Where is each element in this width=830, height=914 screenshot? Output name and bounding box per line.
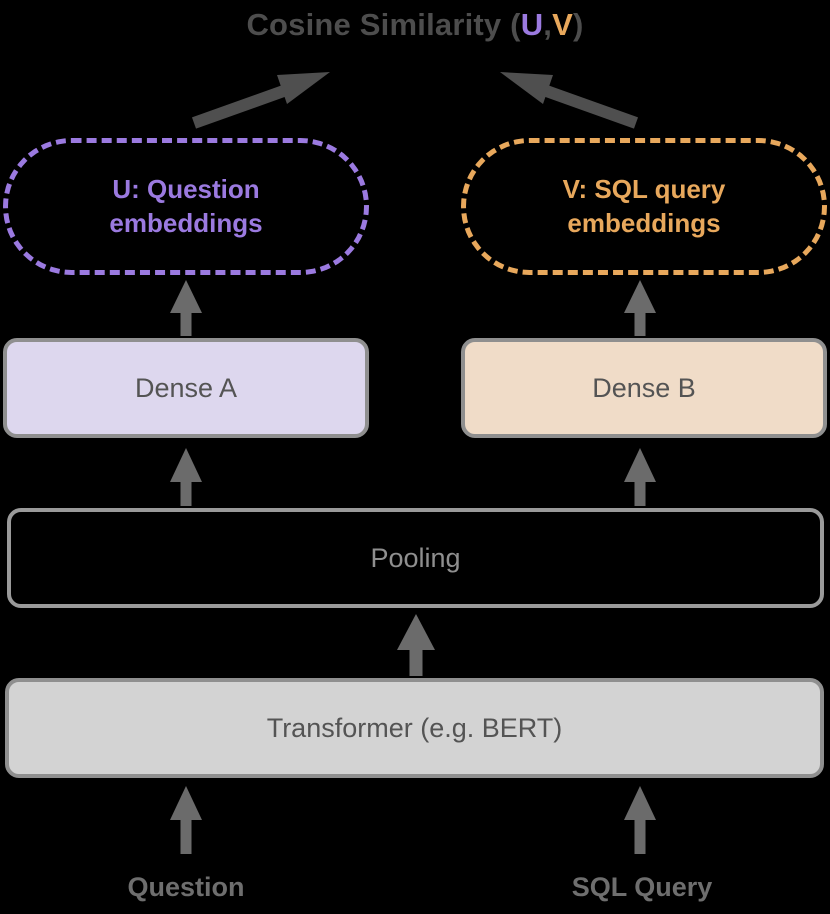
arrow-embeddings-u-to-cosine <box>191 72 330 129</box>
node-dense-b-label: Dense B <box>592 372 696 403</box>
node-dense-b: Dense B <box>461 338 827 438</box>
input-label-sql-query-text: SQL Query <box>571 871 713 902</box>
node-embeddings-v-label: V: SQL query embeddings <box>562 174 726 238</box>
node-dense-a-label: Dense A <box>134 372 238 403</box>
arrow-embeddings-v-to-cosine <box>500 72 639 129</box>
node-embeddings-u-label: U: Question embeddings <box>109 174 263 238</box>
title-prefix: Cosine Similarity ( <box>246 7 521 42</box>
arrow-pooling-to-dense-b <box>624 448 656 506</box>
node-dense-a: Dense A <box>3 338 369 438</box>
title-suffix: ) <box>573 7 584 42</box>
input-label-sql-query: SQL Query <box>492 866 792 908</box>
arrow-sqlquery-to-transformer <box>624 786 656 854</box>
title-u-symbol: U <box>520 7 544 42</box>
node-pooling: Pooling <box>7 508 824 608</box>
arrow-pooling-to-dense-a <box>170 448 202 506</box>
node-transformer-label: Transformer (e.g. BERT) <box>266 712 563 743</box>
title-separator: , <box>543 7 553 42</box>
node-embeddings-v: V: SQL query embeddings <box>461 138 827 275</box>
arrow-transformer-to-pooling <box>397 614 435 676</box>
node-embeddings-u: U: Question embeddings <box>3 138 369 275</box>
node-pooling-label: Pooling <box>370 542 461 573</box>
node-transformer: Transformer (e.g. BERT) <box>5 678 824 778</box>
input-label-question: Question <box>36 866 336 908</box>
title-v-symbol: V <box>552 7 574 42</box>
arrow-dense-b-to-embeddings-v <box>624 280 656 336</box>
page-title: Cosine Similarity (U, V) <box>0 2 830 48</box>
arrow-dense-a-to-embeddings-u <box>170 280 202 336</box>
arrow-question-to-transformer <box>170 786 202 854</box>
input-label-question-text: Question <box>127 871 245 902</box>
